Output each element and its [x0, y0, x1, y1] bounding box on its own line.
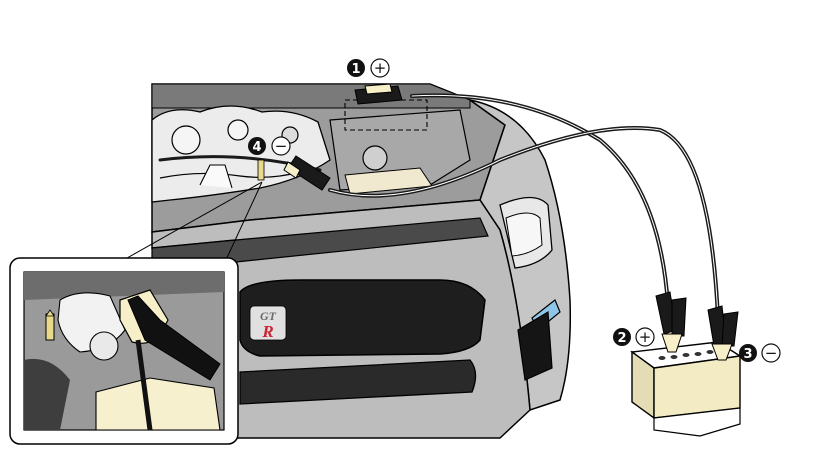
inset-clamp-handle: [127, 295, 221, 381]
cell-cap: [658, 356, 666, 360]
clamp-terminal-1: [354, 83, 403, 105]
cell-cap: [670, 355, 678, 359]
red-cable-highlight: [411, 94, 669, 306]
booster-battery: [630, 341, 742, 437]
engine-cap: [171, 125, 201, 155]
inset-dark-part: [24, 358, 70, 430]
inset-ground-bolt: [45, 313, 55, 341]
engine-bay-right: [329, 109, 471, 191]
clamp-battery-3: [707, 305, 739, 361]
badge-r-text: R: [261, 322, 273, 341]
callout-4-sign-badge: [271, 136, 291, 156]
battery-base: [653, 407, 741, 437]
car-front: GT R: [151, 83, 572, 439]
cell-cap: [694, 352, 702, 356]
callout-1-number-badge: [347, 59, 365, 77]
front-grille: [239, 279, 486, 357]
clamp-ground-4: [257, 155, 331, 191]
clamp-1-jaw: [364, 83, 393, 95]
clamp-battery-2: [655, 291, 687, 353]
callout-1-number: 1: [351, 62, 360, 77]
strut-top: [362, 145, 388, 171]
headlight-lens: [505, 212, 543, 257]
inset-cable: [135, 339, 153, 431]
clamp-2-handle-b: [671, 297, 687, 337]
callout-3-number: 3: [743, 347, 752, 362]
callout-2: 2 +: [613, 327, 655, 347]
gtr-badge: GT R: [249, 305, 287, 341]
inset-pointer-right: [224, 181, 263, 263]
jumper-cables: [158, 93, 720, 320]
bumper-vent: [517, 310, 553, 381]
battery-cell-caps: [658, 350, 714, 360]
ground-bolt: [257, 159, 265, 181]
callout-1: 1 +: [347, 58, 390, 78]
callout-3-number-badge: [739, 344, 757, 362]
clamp-3-jaw: [711, 343, 733, 361]
callout-3-sign: −: [765, 344, 778, 362]
engine-bracket: [199, 164, 233, 189]
callout-2-number-badge: [613, 328, 631, 346]
clamp-2-jaw: [661, 333, 683, 353]
inset-pointer-left: [119, 181, 263, 263]
clamp-4-jaw: [283, 161, 301, 179]
clamp-3-handle-b: [721, 311, 739, 347]
callout-4-sign: −: [275, 137, 288, 155]
cell-cap: [682, 353, 690, 357]
callout-4-number-badge: [248, 137, 266, 155]
callout-3-sign-badge: [761, 343, 781, 363]
lower-intake: [239, 359, 477, 405]
callout-1-sign-badge: [370, 58, 390, 78]
callout-3: 3 −: [739, 343, 781, 363]
engine-cap-2: [227, 119, 249, 141]
callout-4: 4 −: [248, 136, 291, 156]
callout-1-sign: +: [374, 59, 387, 77]
badge-gt-text: GT: [260, 309, 277, 323]
inset-engine-cap: [89, 331, 119, 361]
inset-top-band: [24, 272, 224, 300]
inset-bolt-tip: [45, 309, 55, 317]
callout-4-number: 4: [252, 140, 261, 155]
callout-2-sign: +: [639, 328, 652, 346]
engine-hose: [159, 171, 301, 179]
callout-2-sign-badge: [635, 327, 655, 347]
badge-plate: [249, 305, 287, 341]
black-cable-highlight: [329, 127, 719, 319]
zoom-inset: [9, 181, 263, 445]
callout-2-number: 2: [617, 331, 626, 346]
cell-cap: [706, 350, 714, 354]
